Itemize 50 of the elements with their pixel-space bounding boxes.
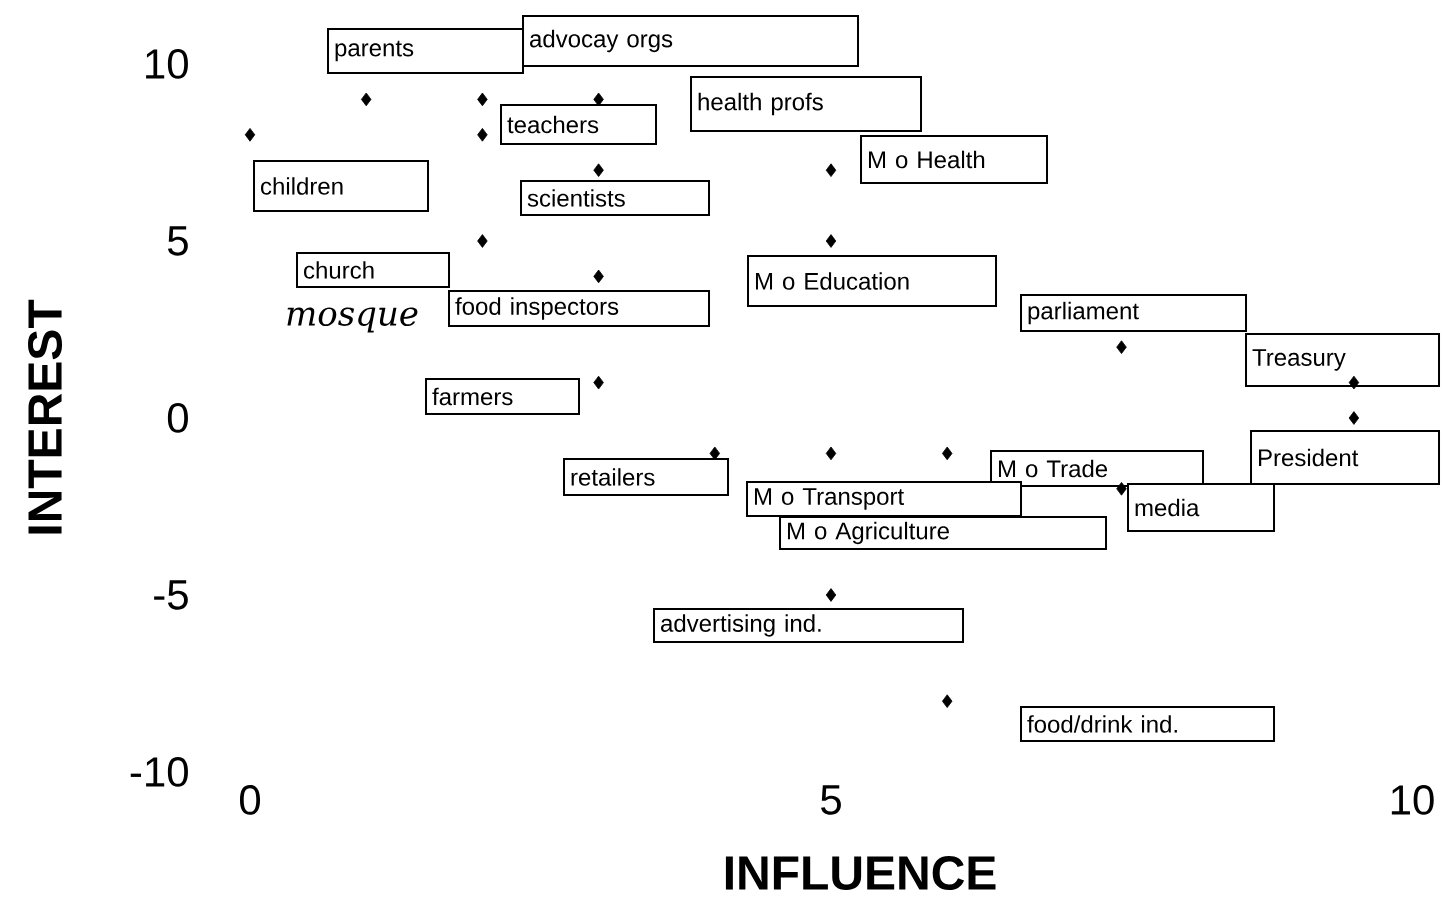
tick-label: -10 (130, 757, 188, 787)
label-box: M o Transport (746, 481, 1022, 517)
label-box: children (253, 160, 429, 212)
label-box: parents (327, 28, 524, 74)
point (1116, 481, 1127, 496)
label-box: church (296, 252, 450, 288)
point (477, 92, 488, 107)
label-box: health profs (690, 76, 922, 132)
point (825, 446, 837, 461)
tick-label: 10 (146, 49, 188, 79)
point (593, 269, 604, 284)
label-box: farmers (425, 378, 580, 415)
tick-label: 5 (167, 226, 188, 256)
tick-label: 0 (167, 403, 188, 433)
tick-label: -5 (154, 580, 188, 610)
point (244, 127, 256, 142)
point (477, 127, 488, 142)
tick-label: 0 (239, 785, 261, 815)
point (477, 234, 488, 248)
label-box: media (1127, 483, 1275, 532)
point (1348, 375, 1360, 390)
label-box: teachers (500, 104, 657, 145)
point (1348, 411, 1360, 425)
label-box: scientists (520, 180, 710, 216)
label-box: M o Trade (990, 450, 1204, 487)
label-box: M o Education (747, 255, 997, 307)
label-box: food/drink ind. (1020, 706, 1275, 742)
point (825, 588, 837, 602)
label-box: M o Agriculture (779, 516, 1107, 550)
handwritten-label: mosque (287, 307, 418, 333)
tick-label: 10 (1391, 785, 1434, 815)
tick-label: 5 (821, 785, 841, 815)
point (593, 163, 604, 177)
label-box: President (1250, 430, 1440, 485)
point (942, 694, 953, 708)
label-box: food inspectors (448, 290, 710, 327)
y-axis-title: INTEREST (28, 299, 63, 534)
point (825, 234, 837, 248)
point (1116, 340, 1127, 354)
label-box: advocay orgs (522, 15, 859, 67)
label-box: parliament (1020, 294, 1247, 332)
label-box: Treasury (1245, 333, 1440, 387)
label-box: retailers (563, 458, 729, 496)
label-box: M o Health (860, 135, 1048, 184)
label-box: advertising ind. (653, 608, 964, 643)
point (361, 92, 372, 107)
point (942, 446, 953, 461)
x-axis-title: INFLUENCE (725, 856, 996, 891)
point (825, 163, 837, 177)
point (593, 375, 604, 390)
